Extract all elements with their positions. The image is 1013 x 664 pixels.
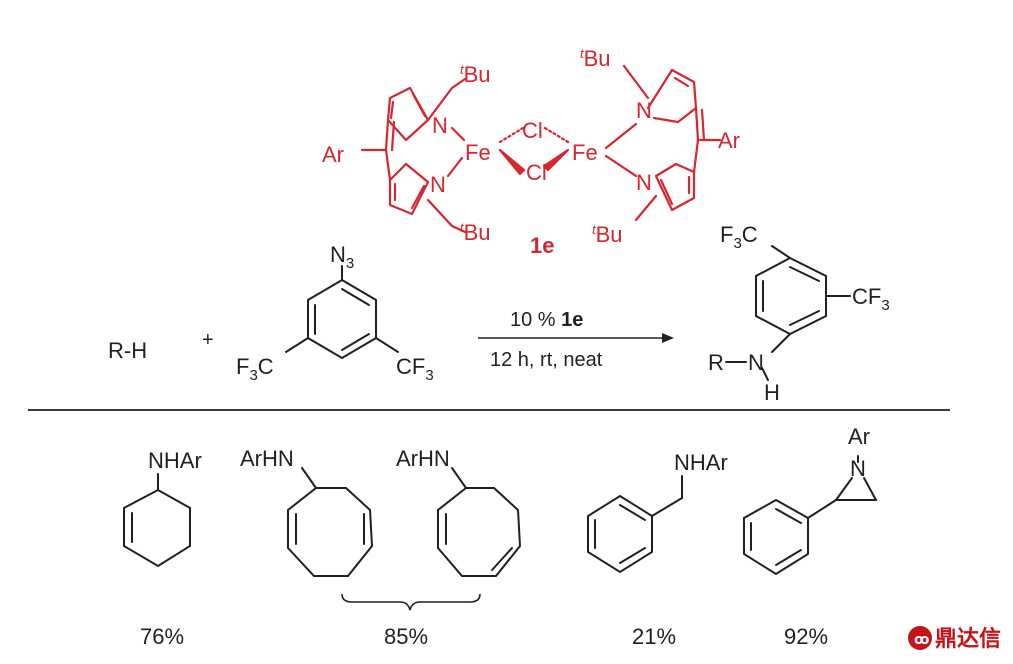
product-aziridine	[743, 455, 877, 576]
right-upper-pyrrole	[646, 68, 698, 124]
product-4-yield: 21%	[632, 624, 676, 649]
chlorine-label-top: Cl	[522, 118, 543, 143]
nitrogen-label: N	[432, 113, 448, 138]
chloride-bridge	[498, 126, 570, 176]
watermark-logo: ꝏ 鼎达信	[908, 626, 1001, 652]
azide-arene-structure	[285, 265, 399, 360]
product-n-label: N	[748, 350, 764, 375]
catalyst-structure	[360, 64, 722, 234]
nitrogen-label: N	[636, 98, 652, 123]
product-23-yield: 85%	[384, 624, 428, 649]
plus-sign: +	[202, 329, 214, 351]
right-lower-pyrrole	[654, 162, 696, 212]
tbu-label: tBu	[460, 62, 491, 87]
watermark-text: 鼎达信	[935, 626, 1001, 652]
cf3-left-label: F3C	[236, 354, 274, 384]
product-cyclooctadienyl-a	[287, 467, 374, 577]
product-structure	[725, 245, 851, 381]
left-dipyrrin	[360, 77, 467, 234]
product-1-yield: 76%	[140, 624, 184, 649]
substrate-label: R-H	[108, 338, 147, 363]
nitrogen-label: N	[636, 170, 652, 195]
catalyst-labels: tBu N Fe Cl Cl Fe Ar N tBu tBu N Ar N tB…	[322, 46, 740, 258]
product-cyclooctadienyl-b	[437, 467, 522, 577]
iron-label-right: Fe	[572, 140, 598, 165]
chlorine-label-bottom: Cl	[526, 160, 547, 185]
tbu-label: tBu	[580, 46, 611, 71]
aryl-label-right: Ar	[718, 128, 740, 153]
aryl-label-left: Ar	[322, 142, 344, 167]
product-5-aryl-label: Ar	[848, 424, 870, 449]
product-benzyl	[587, 475, 683, 574]
product-r-label: R	[708, 350, 724, 375]
product-2-amine-label: ArHN	[240, 446, 294, 471]
product-f3c-label: F3C	[720, 222, 758, 252]
product-cyclohexenyl	[123, 473, 191, 568]
nitrogen-label: N	[430, 172, 446, 197]
product-h-label: H	[764, 380, 780, 405]
azide-label: N3	[330, 242, 354, 272]
cf3-right-label: CF3	[396, 354, 434, 384]
product-5-yield: 92%	[784, 624, 828, 649]
condition-catalyst-loading: 10 % 1e	[510, 309, 583, 331]
right-dipyrrin	[604, 64, 722, 222]
product-1-amine-label: NHAr	[148, 448, 202, 473]
watermark-emblem-icon	[908, 626, 932, 650]
catalyst-number-label: 1e	[530, 233, 554, 258]
condition-time-temp: 12 h, rt, neat	[490, 349, 603, 371]
reaction-arrow	[478, 333, 674, 343]
svg-text:ꝏ: ꝏ	[914, 632, 929, 648]
left-lower-pyrrole	[388, 162, 430, 216]
product-3-amine-label: ArHN	[396, 446, 450, 471]
tbu-label: tBu	[460, 220, 491, 245]
product-cf3-label: CF3	[852, 284, 890, 314]
iron-label-left: Fe	[465, 140, 491, 165]
product-5-nitrogen-label: N	[850, 456, 866, 481]
yield-brace	[341, 593, 481, 611]
product-4-amine-label: NHAr	[674, 450, 728, 475]
tbu-label: tBu	[592, 222, 623, 247]
